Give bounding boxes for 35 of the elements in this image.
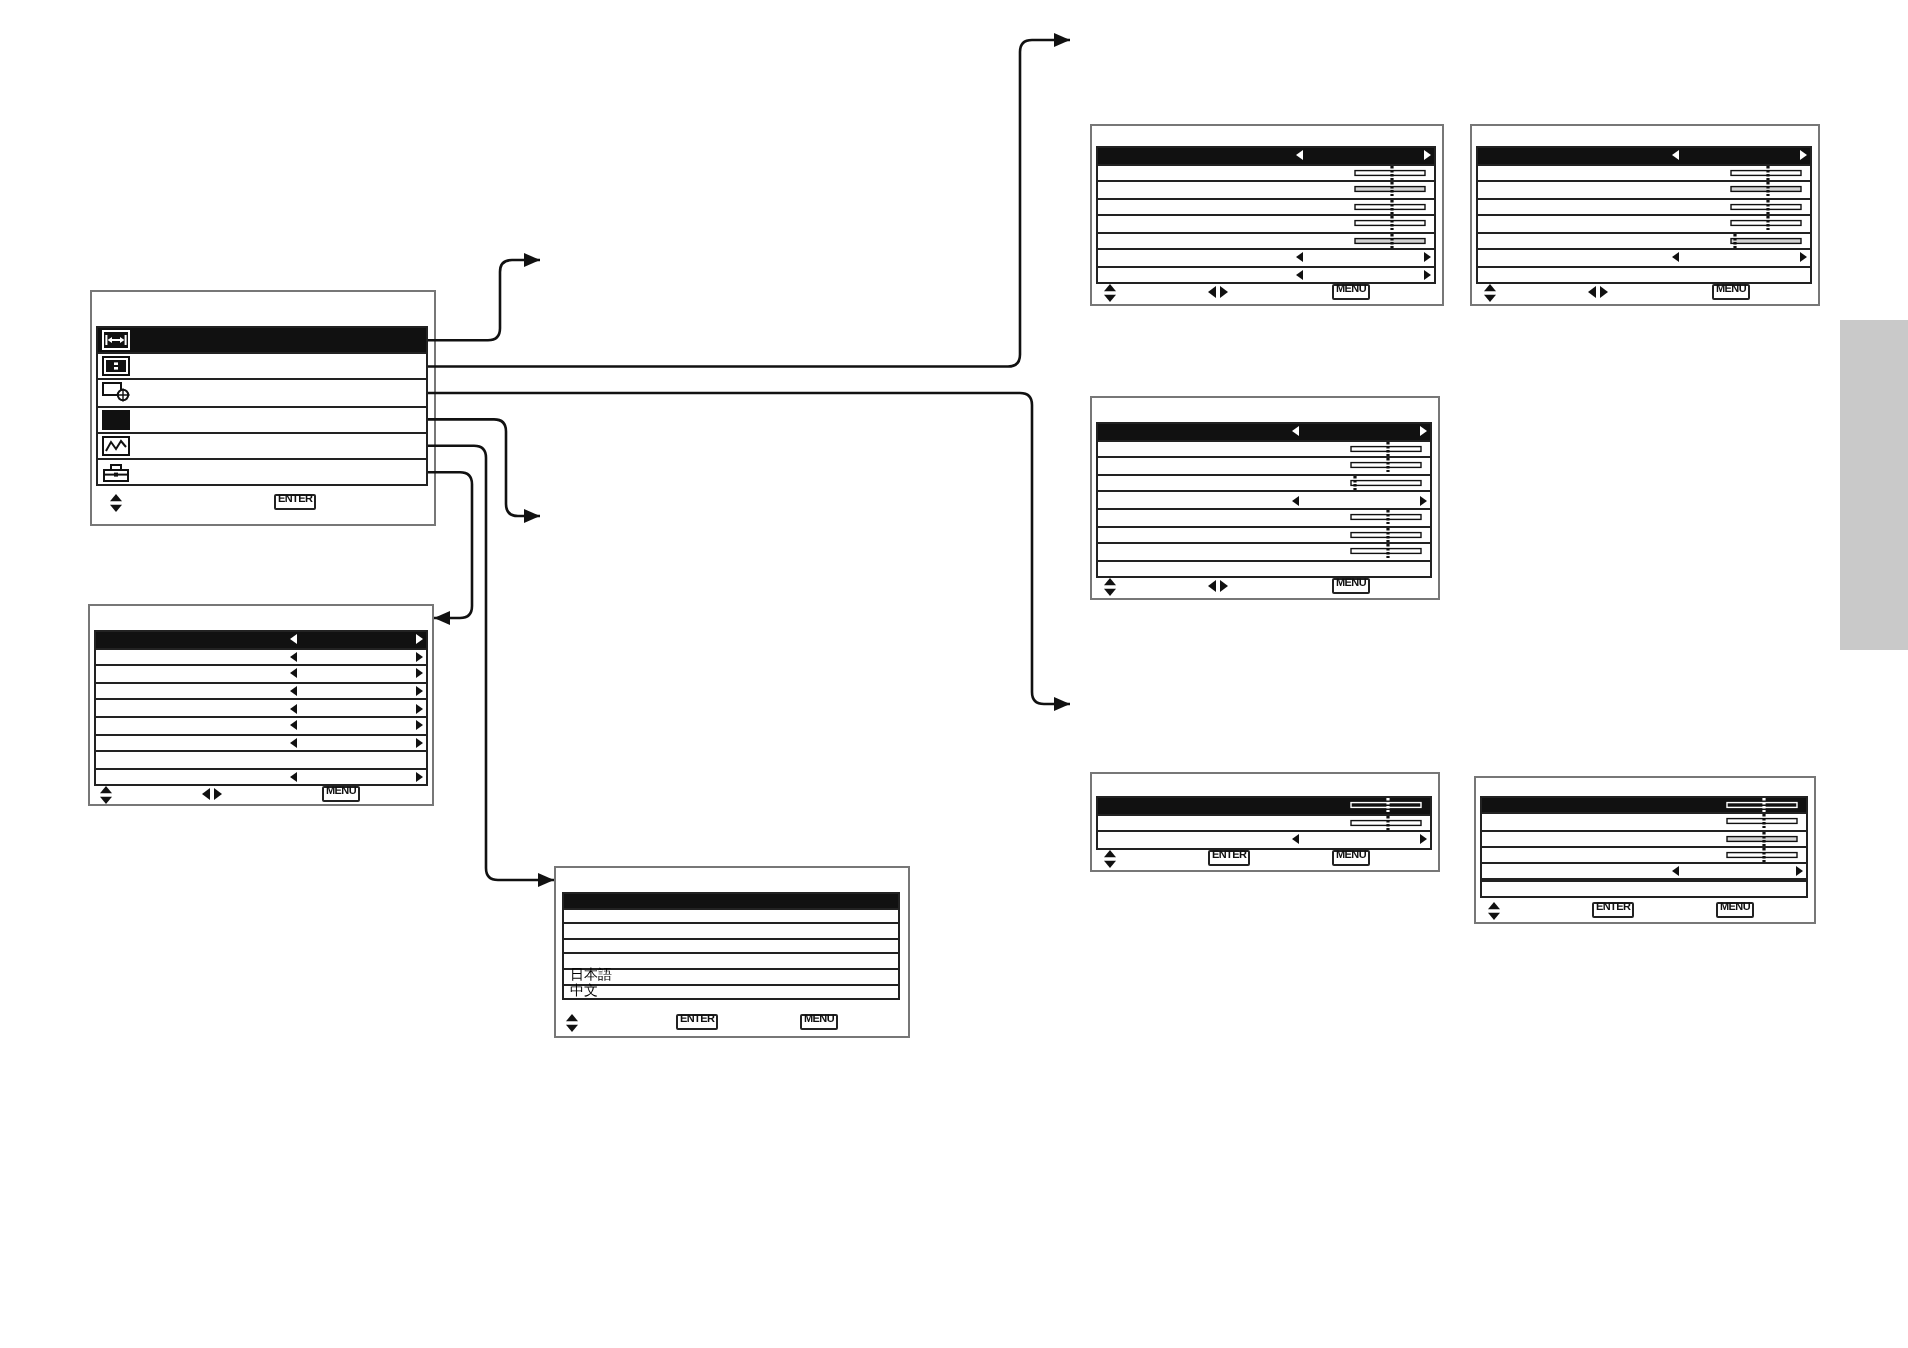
selected-menu-row — [96, 326, 428, 355]
connector-arrow — [428, 391, 1070, 711]
menu-row — [96, 431, 428, 460]
selected-menu-row — [93, 630, 427, 650]
connector-arrow — [428, 444, 554, 887]
connector-arrow — [428, 253, 540, 342]
menu-screen — [88, 604, 434, 806]
menu-row — [96, 405, 428, 434]
menu-screen — [1470, 124, 1820, 306]
menu-row — [96, 458, 428, 487]
selected-menu-row — [1096, 422, 1432, 442]
connector-arrow — [428, 470, 474, 625]
menu-screen — [1090, 772, 1440, 872]
menu-row — [1480, 862, 1808, 881]
connector-arrow — [428, 33, 1070, 368]
menu-screen — [90, 290, 436, 526]
menu-row — [93, 716, 427, 736]
connector-arrow — [428, 418, 540, 523]
menu-row — [96, 352, 428, 381]
menu-row — [96, 378, 428, 408]
menu-screen — [554, 866, 910, 1038]
side-tab — [1840, 320, 1908, 650]
menu-screen — [1090, 124, 1444, 306]
menu-row — [1096, 508, 1432, 528]
menu-row — [1096, 456, 1432, 476]
menu-row — [1096, 830, 1432, 849]
menu-row — [1096, 490, 1432, 510]
menu-row — [93, 767, 427, 787]
menu-row — [1096, 542, 1432, 562]
menu-screen — [1090, 396, 1440, 600]
menu-row — [93, 750, 427, 770]
menu-row — [93, 664, 427, 684]
menu-row — [93, 698, 427, 718]
menu-row — [1096, 559, 1432, 579]
menu-screen — [1474, 776, 1816, 924]
